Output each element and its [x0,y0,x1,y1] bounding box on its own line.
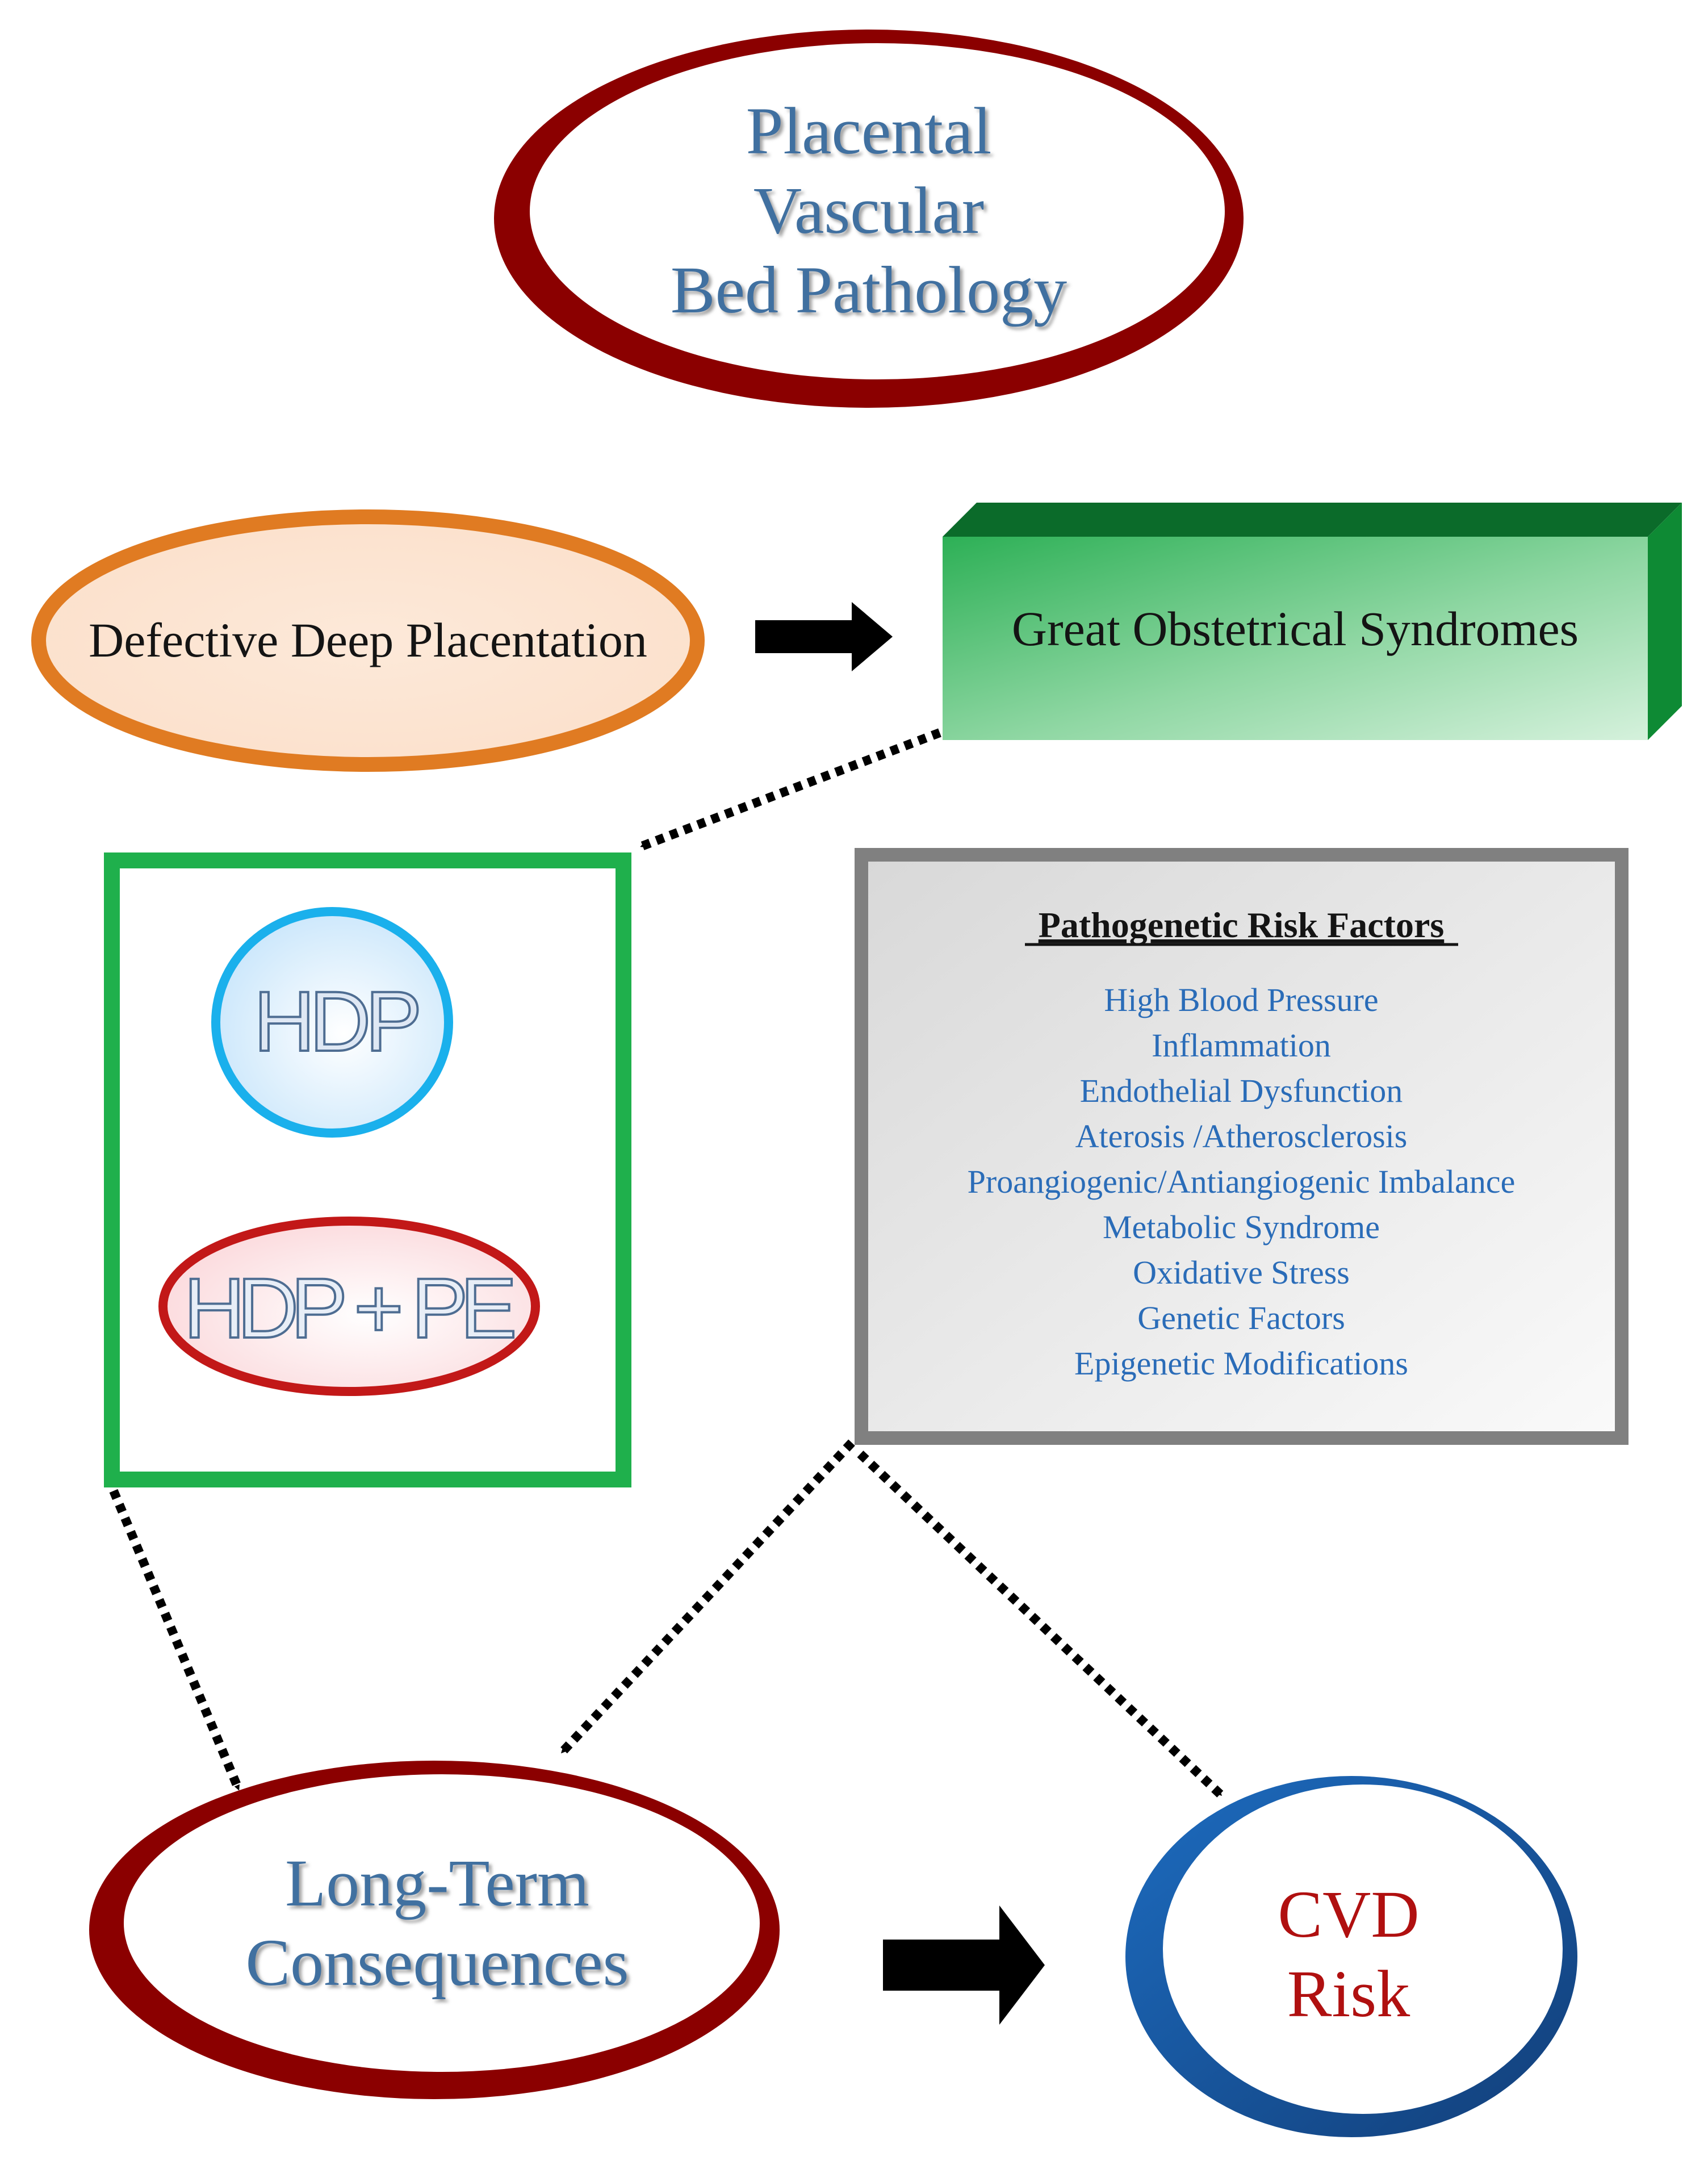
risk-item: Metabolic Syndrome [1103,1209,1380,1246]
node-defective-deep-placentation: Defective Deep Placentation [31,509,705,772]
risk-item: Epigenetic Modifications [1074,1345,1408,1382]
dotted-arrow-hdp-box-to-ltc [109,1489,243,1791]
node-long-term-consequences: Long-Term Consequences [89,1761,780,2099]
ltc-ring-inner [124,1774,760,2072]
risk-item: Genetic Factors [1137,1299,1345,1336]
risk-heading: Pathogenetic Risk Factors [1039,905,1445,945]
ring-inner [530,43,1225,379]
gos-top-face [943,503,1682,537]
risk-box [855,848,1629,1445]
solid-arrow-ddp-to-gos [755,602,893,671]
hdp-pe-ellipse [158,1217,540,1396]
hdp-group-frame: HDP HDP + PE [104,852,631,1487]
gos-front-face [943,537,1648,740]
dotted-arrow-risk-to-ltc [559,1439,855,1756]
node-risk-factors: Pathogenetic Risk Factors High Blood Pre… [855,848,1629,1445]
risk-item: Endothelial Dysfunction [1080,1072,1403,1109]
ltc-line-1: Long-Term [285,1846,589,1920]
risk-item: Inflammation [1152,1027,1331,1064]
gos-side-face [1648,503,1682,740]
solid-arrow-ltc-to-cvd [883,1905,1045,2025]
risk-item: Oxidative Stress [1133,1254,1350,1291]
risk-item: Aterosis /Atherosclerosis [1075,1118,1408,1155]
gos-label: Great Obstetrical Syndromes [1012,601,1579,656]
dotted-arrow-risk-to-cvd [857,1451,1224,1798]
node-hdp: HDP [211,907,453,1138]
node-placental-vascular: Placental Vascular Bed Pathology [494,30,1244,408]
hdp-pe-label: HDP + PE [183,1260,513,1356]
placental-line-1: Placental [746,94,991,168]
ddp-label: Defective Deep Placentation [89,613,647,667]
ltc-line-2: Consequences [245,1925,629,2000]
cvd-line-1: CVD [1278,1877,1419,1951]
cvd-ring-inner [1163,1784,1563,2114]
node-great-obstetrical-syndromes: Great Obstetrical Syndromes [943,503,1682,740]
node-hdp-pe: HDP + PE [158,1217,540,1396]
risk-item: Proangiogenic/Antiangiogenic Imbalance [968,1163,1516,1200]
dotted-arrow-gos-to-hdp-box [640,728,941,851]
node-cvd-risk: CVD Risk [1125,1776,1577,2137]
cvd-line-2: Risk [1287,1957,1410,2031]
ddp-ellipse [31,509,705,772]
hdp-label: HDP [254,973,418,1069]
placental-line-3: Bed Pathology [671,253,1067,327]
hdp-circle [211,907,453,1138]
risk-item: High Blood Pressure [1104,981,1378,1018]
placental-line-2: Vascular [753,173,984,248]
